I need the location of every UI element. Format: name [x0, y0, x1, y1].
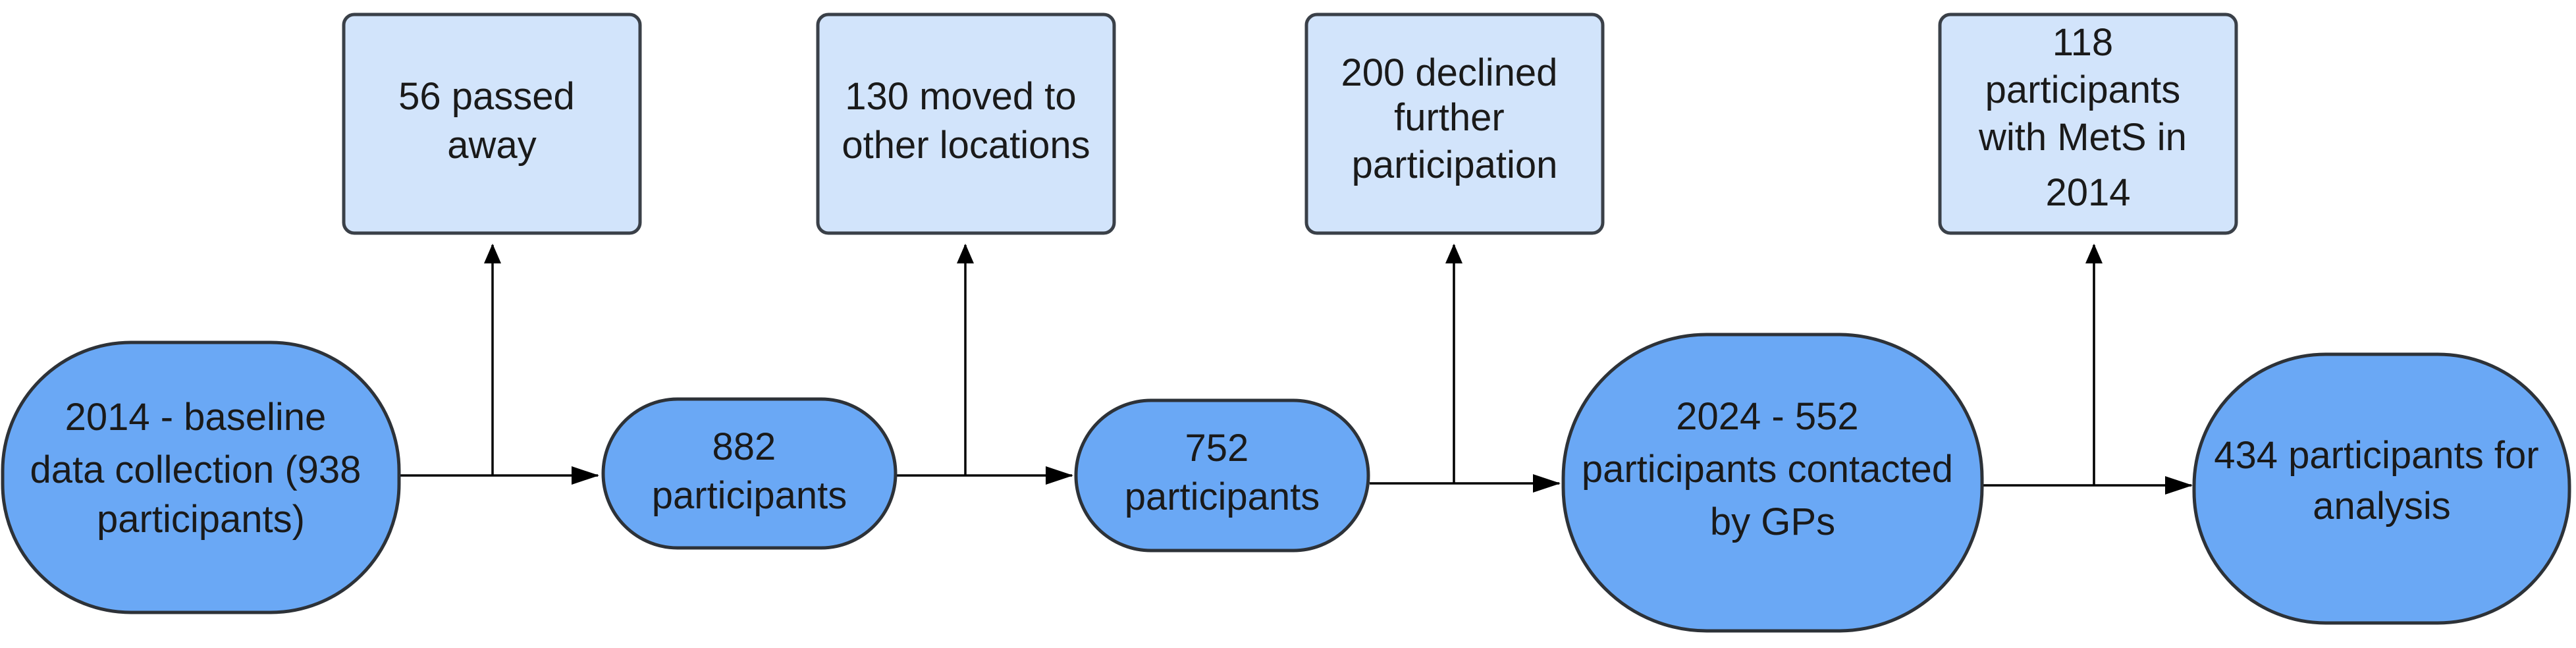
- stage-text-baseline: 2014 - baseline data collection (938 par…: [30, 396, 371, 541]
- exclusion-box-mets: 118 participants with MetS in 2014: [1938, 13, 2238, 235]
- stage-text-contacted: 2024 - 552 participants contacted by GPs: [1582, 395, 1964, 543]
- stage-baseline: 2014 - baseline data collection (938 par…: [1, 340, 401, 614]
- exclusion-text-declined: 200 declined further participation: [1341, 51, 1568, 186]
- stage-analysis: 434 participants for analysis: [2192, 352, 2571, 625]
- main-connectors: [400, 466, 2193, 495]
- stage-contacted: 2024 - 552 participants contacted by GPs: [1561, 333, 1984, 633]
- exclusion-box-moved: 130 moved to other locations: [816, 13, 1116, 235]
- stage-752: 752 participants: [1074, 398, 1370, 553]
- exclusion-text-moved: 130 moved to other locations: [842, 75, 1090, 167]
- stage-882: 882 participants: [601, 397, 898, 550]
- stage-text-752: 752 participants: [1125, 427, 1320, 518]
- exclusion-text-passed: 56 passed away: [398, 75, 585, 167]
- stage-text-analysis: 434 participants for analysis: [2214, 434, 2549, 527]
- exclusion-box-passed: 56 passed away: [342, 13, 642, 235]
- stage-text-882: 882 participants: [652, 425, 847, 517]
- exclusion-text-mets: 118 participants with MetS in 2014: [1978, 21, 2197, 214]
- exclusion-connectors: [484, 244, 2103, 485]
- exclusion-box-declined: 200 declined further participation: [1304, 13, 1605, 235]
